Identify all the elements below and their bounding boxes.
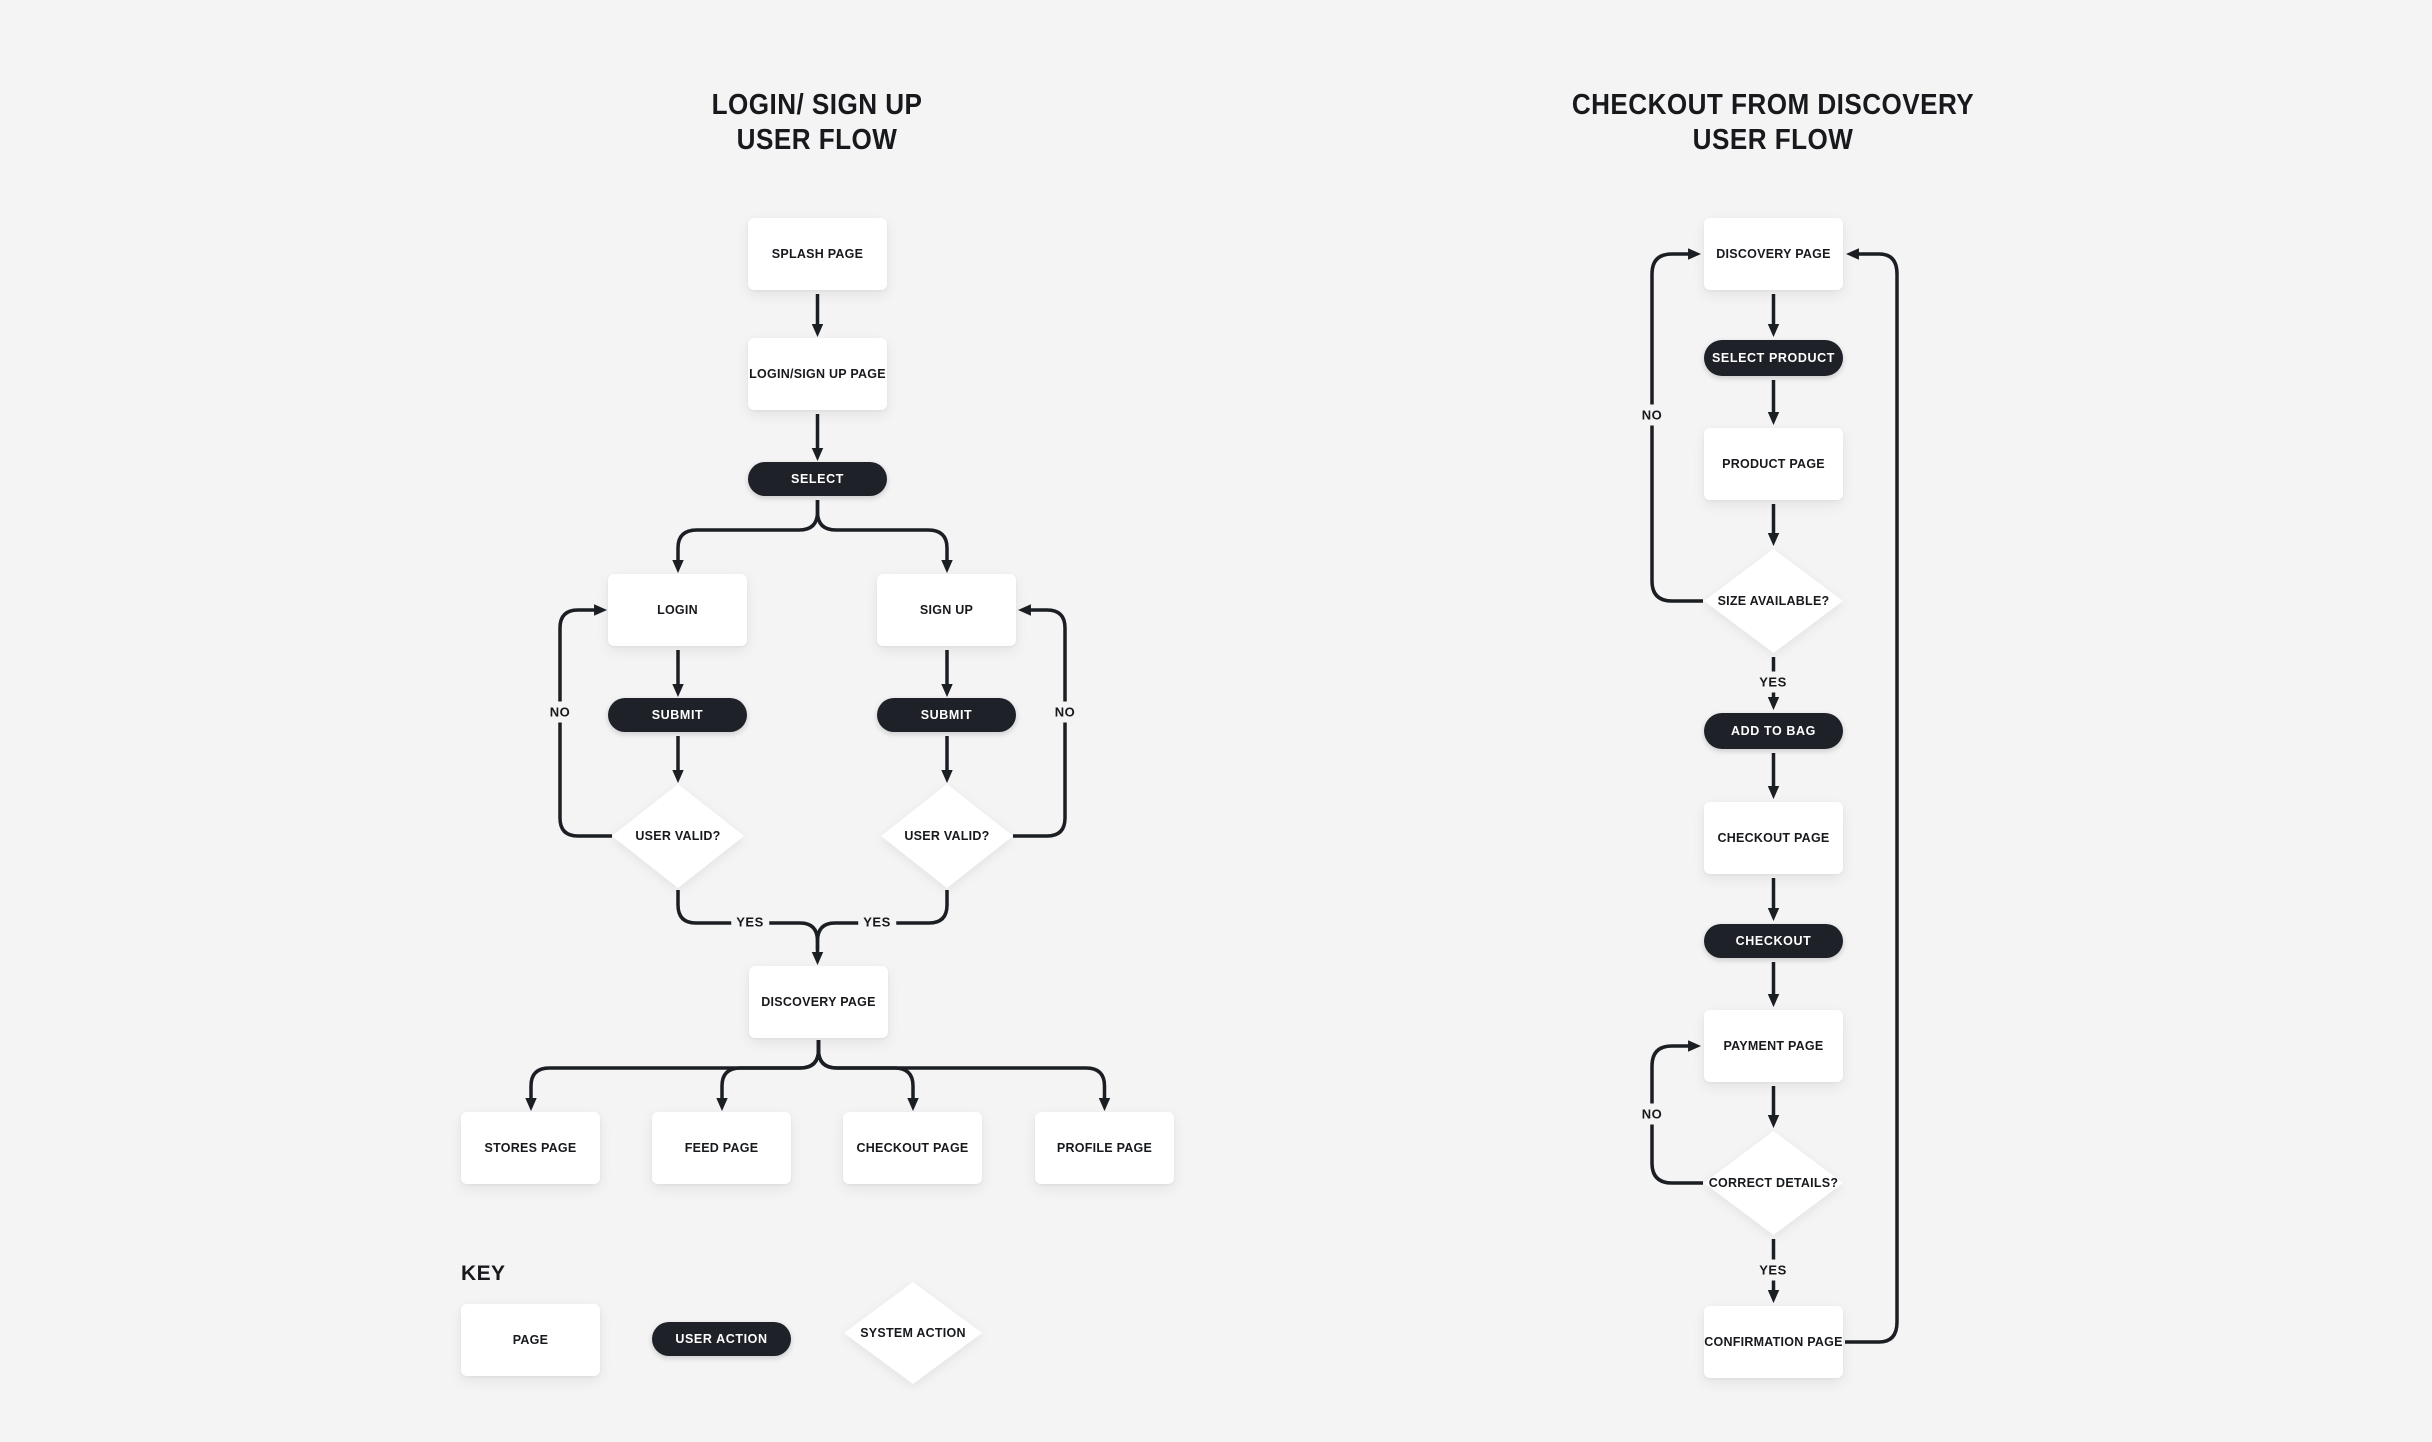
node-product-page: PRODUCT PAGE bbox=[1704, 428, 1843, 500]
node-discovery-page-right: DISCOVERY PAGE bbox=[1704, 218, 1843, 290]
edge-label-no-size: NO bbox=[1636, 404, 1668, 426]
action-submit-login: SUBMIT bbox=[608, 698, 747, 732]
node-label: STORES PAGE bbox=[484, 1141, 577, 1155]
node-label: SIGN UP bbox=[919, 603, 974, 617]
edge-label-no-login: NO bbox=[544, 701, 576, 723]
node-stores-page: STORES PAGE bbox=[461, 1112, 600, 1184]
decision-label: USER VALID? bbox=[635, 829, 721, 843]
node-label: CHECKOUT PAGE bbox=[856, 1141, 969, 1155]
key-user-action-label: USER ACTION bbox=[675, 1332, 768, 1346]
key-page-label: PAGE bbox=[512, 1333, 549, 1347]
node-login: LOGIN bbox=[608, 574, 747, 646]
left-flow-title: LOGIN/ SIGN UP USER FLOW bbox=[592, 88, 1042, 158]
key-user-action-sample: USER ACTION bbox=[652, 1322, 791, 1356]
node-checkout-page-right: CHECKOUT PAGE bbox=[1704, 802, 1843, 874]
key-system-action-label: SYSTEM ACTION bbox=[860, 1326, 966, 1340]
right-flow-title: CHECKOUT FROM DISCOVERY USER FLOW bbox=[1521, 88, 2025, 158]
action-label: CHECKOUT bbox=[1735, 934, 1812, 948]
left-flow-title-line1: LOGIN/ SIGN UP bbox=[711, 89, 923, 121]
left-flow-title-line2: USER FLOW bbox=[736, 124, 898, 156]
decision-user-valid-signup: USER VALID? bbox=[881, 784, 1013, 888]
node-label: CHECKOUT PAGE bbox=[1717, 831, 1830, 845]
node-splash-page: SPLASH PAGE bbox=[748, 218, 887, 290]
edge-label-yes-login: YES bbox=[731, 911, 769, 933]
decision-size-available: SIZE AVAILABLE? bbox=[1704, 549, 1843, 653]
node-sign-up: SIGN UP bbox=[877, 574, 1016, 646]
node-feed-page: FEED PAGE bbox=[652, 1112, 791, 1184]
key-heading: KEY bbox=[461, 1262, 506, 1285]
decision-label: CORRECT DETAILS? bbox=[1708, 1176, 1839, 1190]
node-label: LOGIN/SIGN UP PAGE bbox=[749, 367, 886, 381]
edge-label-yes-signup: YES bbox=[858, 911, 896, 933]
node-label: DISCOVERY PAGE bbox=[1716, 247, 1831, 261]
node-payment-page: PAYMENT PAGE bbox=[1704, 1010, 1843, 1082]
node-label: PAYMENT PAGE bbox=[1723, 1039, 1824, 1053]
node-label: SPLASH PAGE bbox=[771, 247, 864, 261]
action-label: SUBMIT bbox=[920, 708, 973, 722]
node-label: PRODUCT PAGE bbox=[1722, 457, 1825, 471]
node-label: DISCOVERY PAGE bbox=[761, 995, 876, 1009]
node-label: LOGIN bbox=[657, 603, 698, 617]
action-checkout: CHECKOUT bbox=[1704, 924, 1843, 958]
decision-user-valid-login: USER VALID? bbox=[612, 784, 744, 888]
node-discovery-page-left: DISCOVERY PAGE bbox=[749, 966, 888, 1038]
decision-label: USER VALID? bbox=[904, 829, 990, 843]
key-page-sample: PAGE bbox=[461, 1304, 600, 1376]
key-system-action-sample: SYSTEM ACTION bbox=[844, 1282, 982, 1384]
action-label: SUBMIT bbox=[651, 708, 704, 722]
edge-label-yes-size: YES bbox=[1754, 671, 1792, 693]
node-login-signup-page: LOGIN/SIGN UP PAGE bbox=[748, 338, 887, 410]
action-submit-signup: SUBMIT bbox=[877, 698, 1016, 732]
edge-label-no-signup: NO bbox=[1049, 701, 1081, 723]
action-add-to-bag: ADD TO BAG bbox=[1704, 713, 1843, 749]
node-label: CONFIRMATION PAGE bbox=[1704, 1335, 1843, 1349]
action-label: SELECT PRODUCT bbox=[1712, 351, 1835, 365]
action-select: SELECT bbox=[748, 462, 887, 496]
node-profile-page: PROFILE PAGE bbox=[1035, 1112, 1174, 1184]
node-confirmation-page: CONFIRMATION PAGE bbox=[1704, 1306, 1843, 1378]
action-label: SELECT bbox=[791, 472, 844, 486]
node-checkout-page-left: CHECKOUT PAGE bbox=[843, 1112, 982, 1184]
edge-label-no-details: NO bbox=[1636, 1103, 1668, 1125]
node-label: FEED PAGE bbox=[684, 1141, 759, 1155]
decision-correct-details: CORRECT DETAILS? bbox=[1704, 1131, 1843, 1235]
decision-label: SIZE AVAILABLE? bbox=[1717, 594, 1830, 608]
right-flow-title-line2: USER FLOW bbox=[1692, 124, 1854, 156]
node-label: PROFILE PAGE bbox=[1056, 1141, 1153, 1155]
action-label: ADD TO BAG bbox=[1731, 724, 1816, 738]
action-select-product: SELECT PRODUCT bbox=[1704, 340, 1843, 376]
edge-label-yes-details: YES bbox=[1754, 1259, 1792, 1281]
right-flow-title-line1: CHECKOUT FROM DISCOVERY bbox=[1571, 89, 1975, 121]
